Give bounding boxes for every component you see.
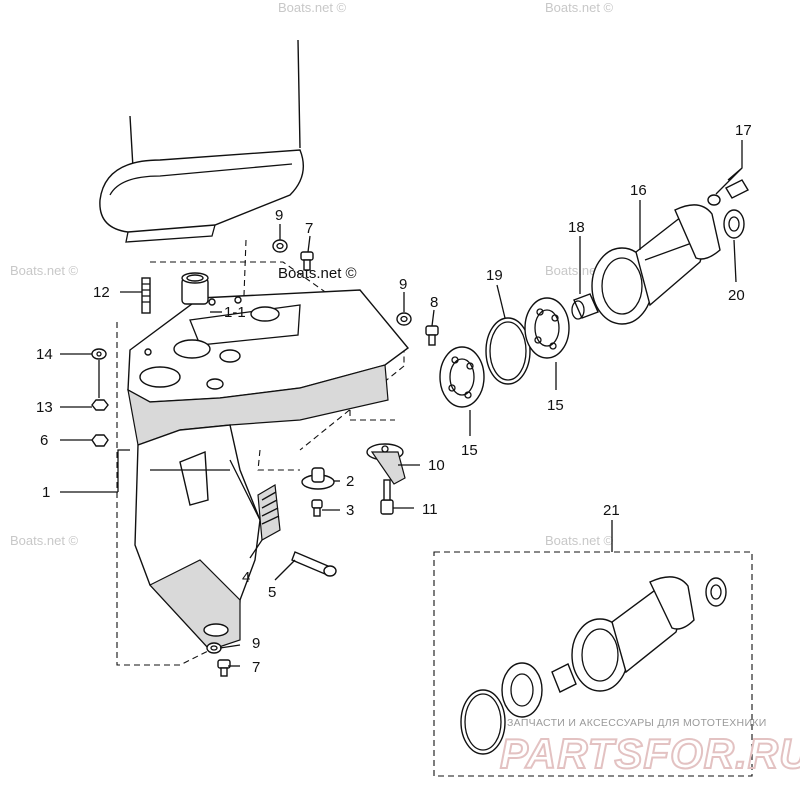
subassembly-box <box>433 551 753 777</box>
watermark-site-inline: Boats.net © <box>278 265 357 282</box>
brand-watermark: ЗАПЧАСТИ И АКСЕССУАРЫ ДЛЯ МОТОТЕХНИКИ PA… <box>499 717 800 778</box>
callout-19: 19 <box>486 267 503 284</box>
callout-3: 3 <box>346 502 354 519</box>
callout-7-bottom: 7 <box>252 659 260 676</box>
watermark-site: Boats.net © <box>545 0 614 15</box>
needle-bearing <box>571 293 599 320</box>
callout-16: 16 <box>630 182 647 199</box>
grommet <box>301 467 335 490</box>
propeller-shaft-assembly <box>460 576 727 755</box>
callout-13: 13 <box>36 399 53 416</box>
watermark-site: Boats.net © <box>545 533 614 548</box>
callout-8: 8 <box>430 294 438 311</box>
leader-lines <box>60 140 743 667</box>
ball-bearing <box>524 297 570 359</box>
callout-10: 10 <box>428 457 445 474</box>
casing-outline <box>116 239 405 666</box>
callout-6: 6 <box>40 432 48 449</box>
watermark-site: Boats.net © <box>10 263 79 278</box>
brand-tagline: ЗАПЧАСТИ И АКСЕССУАРЫ ДЛЯ МОТОТЕХНИКИ <box>507 717 767 729</box>
callout-15-a: 15 <box>461 442 478 459</box>
o-ring <box>485 317 531 385</box>
ball-bearing <box>439 346 485 408</box>
watermark-site: Boats.net © <box>278 0 347 15</box>
screw <box>425 325 439 346</box>
callout-9-top: 9 <box>275 207 283 224</box>
callout-1-1: 1-1 <box>224 304 246 321</box>
bolt <box>291 551 337 577</box>
callout-12: 12 <box>93 284 110 301</box>
callout-2: 2 <box>346 473 354 490</box>
callout-14: 14 <box>36 346 53 363</box>
callout-5: 5 <box>268 584 276 601</box>
stud <box>141 277 151 314</box>
screw <box>217 251 314 677</box>
callout-18: 18 <box>568 219 585 236</box>
trim-tab <box>366 443 406 485</box>
callout-9-mid: 9 <box>399 276 407 293</box>
washer <box>206 239 412 654</box>
brand-logo: PARTSFOR.RU <box>500 730 800 777</box>
callout-15-b: 15 <box>547 397 564 414</box>
lower-casing <box>127 289 410 651</box>
screw <box>311 499 323 517</box>
bushing <box>181 272 209 305</box>
driveshaft-housing <box>99 39 304 243</box>
propeller-shaft-housing <box>591 204 745 325</box>
bolt <box>707 179 749 206</box>
watermark-site: Boats.net © <box>10 533 79 548</box>
callout-labels: 1 1-1 2 3 4 5 6 7 7 8 9 9 9 10 11 12 13 … <box>36 122 752 676</box>
anode <box>257 484 281 541</box>
callout-9-bottom: 9 <box>252 635 260 652</box>
callout-20: 20 <box>728 287 745 304</box>
callout-4: 4 <box>242 569 250 586</box>
callout-1: 1 <box>42 484 50 501</box>
bolt <box>380 479 394 515</box>
callout-7-top: 7 <box>305 220 313 237</box>
callout-17: 17 <box>735 122 752 139</box>
callout-21: 21 <box>603 502 620 519</box>
callout-11: 11 <box>422 501 438 518</box>
nut <box>91 348 109 447</box>
watermark-layer: Boats.net © Boats.net © Boats.net © Boat… <box>10 0 614 548</box>
